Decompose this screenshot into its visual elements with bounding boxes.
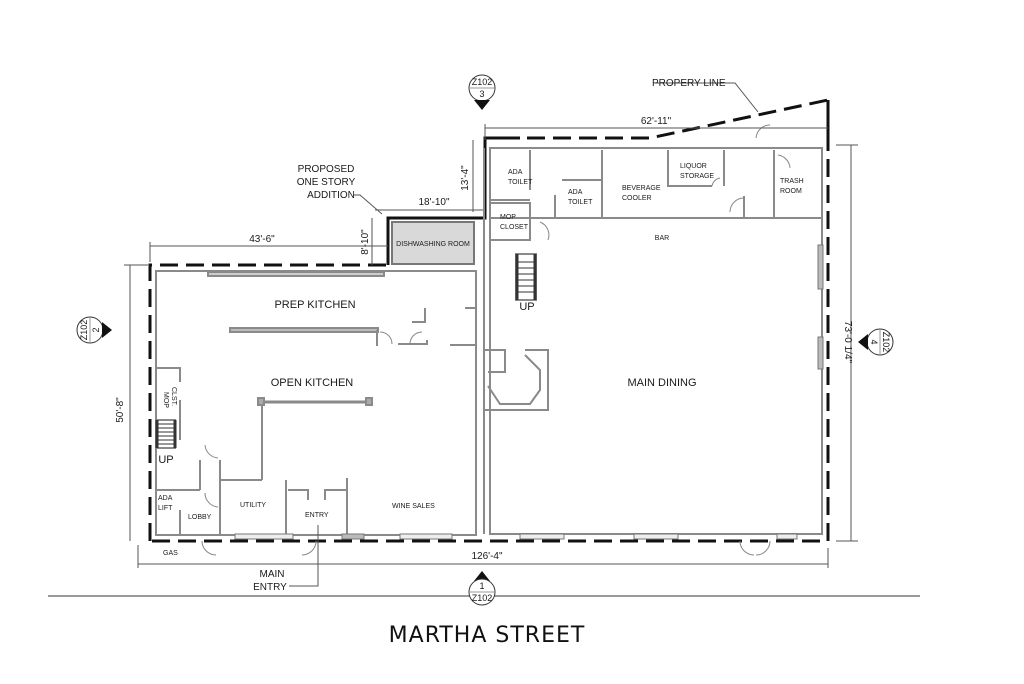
room-bar: BAR: [655, 235, 669, 242]
room-ada-lift-2: LIFT: [158, 505, 173, 512]
room-mop-closet-2: CLOSET: [500, 224, 529, 231]
street-name: MARTHA STREET: [389, 623, 586, 648]
room-entry: ENTRY: [305, 512, 329, 519]
dim-top-right: 62'-11": [641, 116, 672, 127]
dimension-lines: [124, 82, 858, 587]
stair-up-right: UP: [519, 301, 534, 313]
room-ada-toilet-2a: ADA: [568, 189, 583, 196]
section-marker-bottom: 1 Z102: [468, 571, 496, 606]
proposed-addition-line3: ADDITION: [307, 190, 355, 201]
section-marker-right: Z102 4: [858, 328, 894, 356]
interior-walls: [155, 147, 823, 536]
stair-treads: [155, 254, 537, 448]
svg-text:3: 3: [479, 89, 484, 99]
dim-addition-width: 18'-10": [418, 197, 449, 208]
dim-addition-upper: 13'-4": [460, 165, 471, 191]
proposed-addition-line1: PROPOSED: [298, 164, 355, 175]
dim-left-top: 43'-6": [249, 234, 275, 245]
svg-text:Z102: Z102: [881, 332, 891, 353]
room-liquor-storage-1: LIQUOR: [680, 163, 707, 170]
section-marker-left: Z102 2: [76, 316, 112, 344]
room-beverage-cooler-1: BEVERAGE: [622, 185, 661, 192]
dishwashing-room: [391, 221, 475, 265]
room-wine-sales: WINE SALES: [392, 503, 435, 510]
room-lobby: LOBBY: [188, 514, 212, 521]
room-open-kitchen: OPEN KITCHEN: [271, 377, 354, 389]
svg-text:Z102: Z102: [79, 320, 89, 341]
dim-right-depth: 73'-0 1/4": [842, 321, 853, 364]
room-ada-toilet-1b: TOILET: [508, 179, 533, 186]
dim-left-depth: 50'-8": [115, 397, 126, 423]
svg-text:4: 4: [869, 339, 879, 344]
stair-up-left: UP: [158, 454, 173, 466]
room-trash-2: ROOM: [780, 188, 802, 195]
main-entry-line1: MAIN: [260, 569, 285, 580]
svg-text:Z102: Z102: [472, 77, 493, 87]
room-utility: UTILITY: [240, 502, 266, 509]
svg-text:1: 1: [479, 581, 484, 591]
room-ada-toilet-2b: TOILET: [568, 199, 593, 206]
room-mop-clst-1: MOP: [162, 392, 169, 408]
svg-text:2: 2: [91, 327, 101, 332]
dim-overall-width: 126'-4": [471, 551, 502, 562]
room-mop-closet-1: MOP: [500, 214, 516, 221]
room-ada-lift-1: ADA: [158, 495, 173, 502]
door-swings: [201, 124, 791, 556]
proposed-addition-line2: ONE STORY: [297, 177, 356, 188]
room-ada-toilet-1a: ADA: [508, 169, 523, 176]
room-trash-1: TRASH: [780, 178, 804, 185]
property-line: [148, 98, 830, 543]
gas-label: GAS: [163, 550, 178, 557]
front-windows: [234, 244, 824, 540]
room-dishwashing: DISHWASHING ROOM: [396, 241, 470, 248]
property-line-label: PROPERY LINE: [652, 78, 726, 89]
dim-addition-lower: 8'-10": [360, 229, 371, 255]
room-prep-kitchen: PREP KITCHEN: [274, 299, 355, 311]
svg-text:Z102: Z102: [472, 593, 493, 603]
room-main-dining: MAIN DINING: [627, 377, 696, 389]
room-liquor-storage-2: STORAGE: [680, 173, 714, 180]
main-entry-line2: ENTRY: [253, 582, 287, 593]
room-mop-clst-2: CLST.: [170, 387, 177, 406]
section-marker-top: Z102 3: [468, 74, 496, 110]
room-beverage-cooler-2: COOLER: [622, 195, 652, 202]
